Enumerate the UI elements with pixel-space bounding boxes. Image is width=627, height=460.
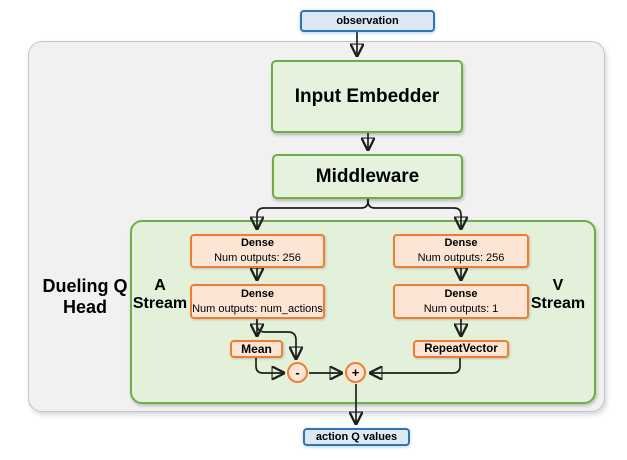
a-dense1-title: Dense: [240, 237, 275, 249]
dueling-q-head-label-line1: Dueling Q: [42, 276, 128, 296]
middleware-label: Middleware: [315, 165, 420, 187]
v-dense2-title: Dense: [444, 287, 478, 300]
a-dense1-subtitle: Num outputs: 256: [214, 252, 301, 264]
v-stream-label-line1: V: [552, 277, 564, 294]
v-dense2-node: Dense Num outputs: 1: [393, 284, 529, 319]
a-stream-label-line2: Stream: [132, 295, 188, 312]
a-dense1-node: Dense Num outputs: 256: [190, 234, 325, 268]
dueling-q-head-label: Dueling Q Head: [25, 276, 145, 318]
add-operator-node: +: [345, 362, 366, 383]
a-stream-label: A Stream: [123, 277, 197, 313]
subtract-operator-node: -: [287, 362, 308, 383]
repeat-vector-node: RepeatVector: [413, 340, 509, 358]
mean-label: Mean: [241, 341, 272, 356]
mean-node: Mean: [230, 340, 283, 358]
input-embedder-node: Input Embedder: [271, 60, 463, 133]
a-dense2-title: Dense: [240, 287, 275, 300]
middleware-node: Middleware: [272, 154, 463, 199]
repeat-vector-label: RepeatVector: [424, 342, 498, 355]
v-dense1-node: Dense Num outputs: 256: [393, 234, 529, 268]
v-stream-label: V Stream: [521, 277, 595, 313]
a-dense2-node: Dense Num outputs: num_actions: [190, 284, 325, 319]
v-dense1-title: Dense: [444, 237, 478, 249]
v-stream-label-line2: Stream: [530, 295, 586, 312]
action-q-values-label: action Q values: [315, 431, 398, 443]
a-stream-label-line1: A: [154, 277, 166, 294]
observation-node: observation: [300, 10, 435, 32]
v-dense2-subtitle: Num outputs: 1: [423, 302, 499, 315]
observation-label: observation: [336, 15, 399, 27]
v-dense1-subtitle: Num outputs: 256: [417, 252, 505, 264]
subtract-sign: -: [295, 365, 300, 380]
add-sign: +: [351, 365, 360, 380]
dueling-q-head-label-line2: Head: [62, 297, 107, 317]
action-q-values-node: action Q values: [303, 428, 410, 446]
input-embedder-label: Input Embedder: [294, 85, 440, 107]
a-dense2-subtitle: Num outputs: num_actions: [192, 302, 323, 315]
